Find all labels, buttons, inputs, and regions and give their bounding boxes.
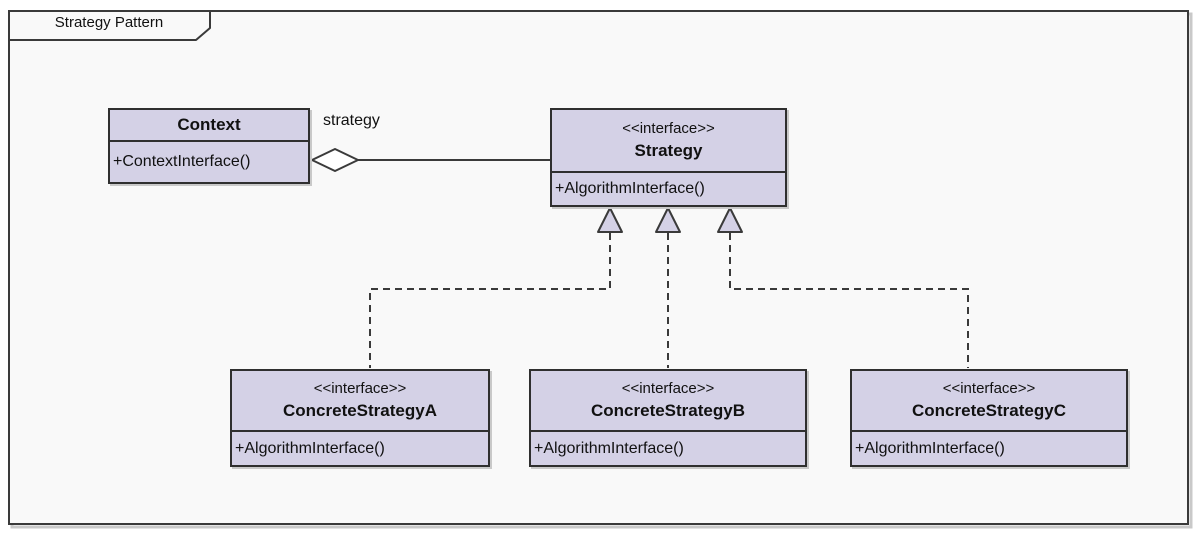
class-concrete-strategy-a-header: <<interface>> ConcreteStrategyA bbox=[232, 371, 488, 432]
realization-arrowhead-a-icon bbox=[597, 207, 623, 233]
aggregation-diamond-icon bbox=[311, 148, 359, 172]
operation-label: +AlgorithmInterface() bbox=[555, 180, 705, 197]
class-context-operations: +ContextInterface() bbox=[110, 142, 308, 182]
class-concrete-strategy-a-operations: +AlgorithmInterface() bbox=[232, 432, 488, 465]
operation-label: +AlgorithmInterface() bbox=[855, 439, 1005, 457]
frame-title: Strategy Pattern bbox=[54, 14, 164, 31]
class-concrete-strategy-c: <<interface>> ConcreteStrategyC +Algorit… bbox=[850, 369, 1128, 467]
class-name: ConcreteStrategyA bbox=[283, 400, 437, 420]
operation-label: +AlgorithmInterface() bbox=[534, 439, 684, 457]
class-concrete-strategy-c-header: <<interface>> ConcreteStrategyC bbox=[852, 371, 1126, 432]
realization-line-c bbox=[729, 233, 969, 368]
operation-label: +AlgorithmInterface() bbox=[235, 439, 385, 457]
class-context-header: Context bbox=[110, 110, 308, 142]
class-strategy: <<interface>> Strategy +AlgorithmInterfa… bbox=[550, 108, 787, 207]
class-concrete-strategy-b: <<interface>> ConcreteStrategyB +Algorit… bbox=[529, 369, 807, 467]
association-role-label: strategy bbox=[323, 112, 380, 129]
class-concrete-strategy-c-operations: +AlgorithmInterface() bbox=[852, 432, 1126, 465]
realization-arrowhead-b-icon bbox=[655, 207, 681, 233]
stereotype-label: <<interface>> bbox=[942, 379, 1036, 397]
class-name: Strategy bbox=[634, 140, 703, 160]
class-context: Context +ContextInterface() bbox=[108, 108, 310, 184]
operation-label: +ContextInterface() bbox=[113, 153, 251, 170]
class-name: ConcreteStrategyB bbox=[591, 400, 745, 420]
class-name: ConcreteStrategyC bbox=[912, 400, 1066, 420]
class-name: Context bbox=[177, 115, 241, 134]
class-strategy-operations: +AlgorithmInterface() bbox=[552, 173, 785, 205]
class-concrete-strategy-b-operations: +AlgorithmInterface() bbox=[531, 432, 805, 465]
stereotype-label: <<interface>> bbox=[313, 379, 407, 397]
stereotype-label: <<interface>> bbox=[621, 379, 715, 397]
realization-arrowhead-c-icon bbox=[717, 207, 743, 233]
realization-line-a bbox=[369, 233, 611, 368]
class-concrete-strategy-b-header: <<interface>> ConcreteStrategyB bbox=[531, 371, 805, 432]
stereotype-label: <<interface>> bbox=[622, 119, 715, 137]
frame-tab bbox=[8, 10, 211, 41]
class-concrete-strategy-a: <<interface>> ConcreteStrategyA +Algorit… bbox=[230, 369, 490, 467]
class-strategy-header: <<interface>> Strategy bbox=[552, 110, 785, 173]
